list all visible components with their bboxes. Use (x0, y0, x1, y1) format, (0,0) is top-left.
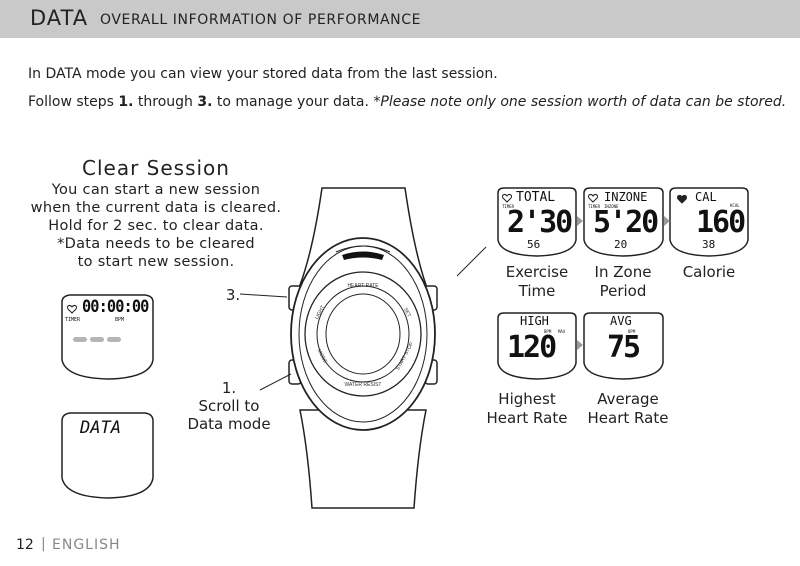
high-title: HIGH (520, 314, 549, 328)
intro-text: through (133, 94, 198, 110)
next-arrow-icon (577, 216, 583, 226)
calorie-main-value: 160 (696, 205, 746, 240)
watch-water-resist-label: WATER RESIST (345, 382, 382, 388)
page-subtitle: OVERALL INFORMATION OF PERFORMANCE (100, 12, 422, 28)
high-bpm-label: BPM (544, 329, 552, 334)
total-title: TOTAL (516, 190, 556, 205)
highest-hr-label: Heart Rate (486, 409, 568, 427)
step-ref-1: 1. (118, 94, 134, 110)
calorie-label: Calorie (682, 263, 736, 281)
avg-bpm-label: BPM (628, 329, 636, 334)
exercise-time-label: Time (518, 282, 556, 300)
intro-text: Follow steps (28, 94, 119, 110)
watch-lens (325, 293, 401, 375)
placeholder-dash (73, 337, 87, 342)
step-1-text: Data mode (187, 415, 271, 433)
placeholder-dash (90, 337, 104, 342)
leader-line-step3 (239, 293, 288, 298)
total-timer-label: TIMER (502, 204, 515, 209)
footer-language: ENGLISH (52, 537, 121, 553)
inzone-screen-outline (583, 187, 664, 257)
watch-case (290, 237, 436, 431)
header-bar: DATA OVERALL INFORMATION OF PERFORMANCE (0, 0, 800, 38)
step-1-label: 1. (221, 379, 237, 397)
inzone-sub-label: INZONE (604, 204, 619, 209)
inzone-period-label: Period (599, 282, 647, 300)
high-screen-outline (497, 312, 577, 380)
watch-heart-rate-label: HEART RATE (347, 283, 379, 289)
watch-sensor-rim (335, 245, 391, 253)
data-screen-outline (61, 412, 154, 499)
watch-bezel (304, 271, 422, 397)
inzone-main-value: 5'20 (593, 205, 659, 240)
high-max-label: MAX (558, 329, 566, 334)
intro-text: to manage your data. (212, 94, 374, 110)
session-digits: 00:00:00 (82, 297, 149, 317)
session-timer-label: TIMER (65, 317, 81, 323)
leader-line-step1 (259, 373, 292, 391)
heart-icon (677, 195, 687, 204)
clear-session-line: when the current data is cleared. (30, 200, 282, 216)
inzone-timer-label: TIMER (588, 204, 601, 209)
session-screen-outline (61, 294, 154, 380)
step-1-text: Scroll to (198, 397, 260, 415)
page-number: 12 (16, 537, 34, 553)
avg-screen-outline (583, 312, 664, 380)
calorie-unit-label: KCAL (730, 203, 740, 208)
total-screen-outline (497, 187, 577, 257)
avg-main-value: 75 (607, 330, 641, 365)
calorie-sub-value: 38 (702, 238, 716, 251)
next-arrow-icon (664, 216, 670, 226)
calorie-screen-outline (669, 187, 749, 257)
intro-line-2: Follow steps 1. through 3. to manage you… (28, 94, 786, 110)
highest-hr-label: Highest (498, 390, 556, 408)
inzone-title: INZONE (604, 190, 648, 204)
watch-set-label: SET (402, 307, 412, 318)
page-title: DATA (30, 6, 89, 30)
inzone-sub-value: 20 (614, 238, 628, 251)
watch-dial (316, 285, 410, 383)
heart-icon (588, 194, 598, 203)
total-main-value: 2'30 (507, 205, 573, 240)
data-screen-text: DATA (80, 418, 121, 438)
average-hr-label: Average (597, 390, 659, 408)
clear-session-line: to start new session. (77, 254, 235, 270)
inzone-period-label: In Zone (594, 263, 652, 281)
clear-session-line: Hold for 2 sec. to clear data. (48, 218, 264, 234)
session-bpm-label: BPM (115, 317, 125, 323)
watch-sensor (342, 251, 384, 260)
step-3-label: 3. (225, 286, 241, 304)
watch-band (299, 409, 427, 509)
heart-icon (502, 194, 512, 203)
average-hr-label: Heart Rate (587, 409, 669, 427)
clear-session-line: *Data needs to be cleared (57, 236, 255, 252)
next-arrow-icon (577, 340, 583, 350)
heart-icon (67, 305, 77, 314)
placeholder-dash (107, 337, 121, 342)
intro-line-1: In DATA mode you can view your stored da… (28, 66, 498, 82)
exercise-time-label: Exercise (505, 263, 569, 281)
intro-note: *Please note only one session worth of d… (373, 94, 787, 110)
total-sub-value: 56 (527, 238, 541, 251)
clear-session-line: You can start a new session (51, 182, 261, 198)
footer-separator: | (41, 536, 46, 552)
calorie-title: CAL (695, 190, 717, 204)
avg-title: AVG (610, 314, 632, 328)
step-ref-3: 3. (197, 94, 213, 110)
leader-line-data (456, 246, 487, 277)
high-main-value: 120 (507, 330, 557, 365)
clear-session-title: Clear Session (82, 156, 230, 180)
